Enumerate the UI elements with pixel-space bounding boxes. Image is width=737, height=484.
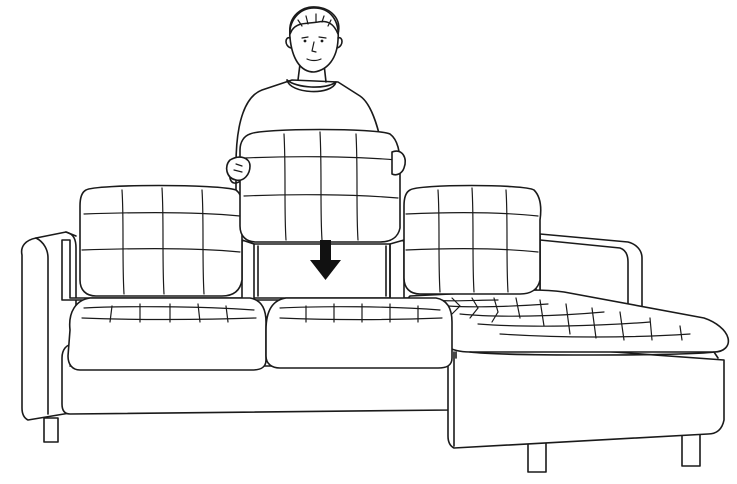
back-cushion-lowering xyxy=(240,130,400,243)
seat-cushion-middle xyxy=(266,298,452,368)
seat-cushion-left xyxy=(68,298,266,370)
arrow-down-icon xyxy=(310,240,341,280)
chaise-longue xyxy=(406,290,729,448)
back-cushion-left xyxy=(80,186,243,297)
person-head xyxy=(286,7,342,72)
back-cushion-right xyxy=(404,186,541,295)
